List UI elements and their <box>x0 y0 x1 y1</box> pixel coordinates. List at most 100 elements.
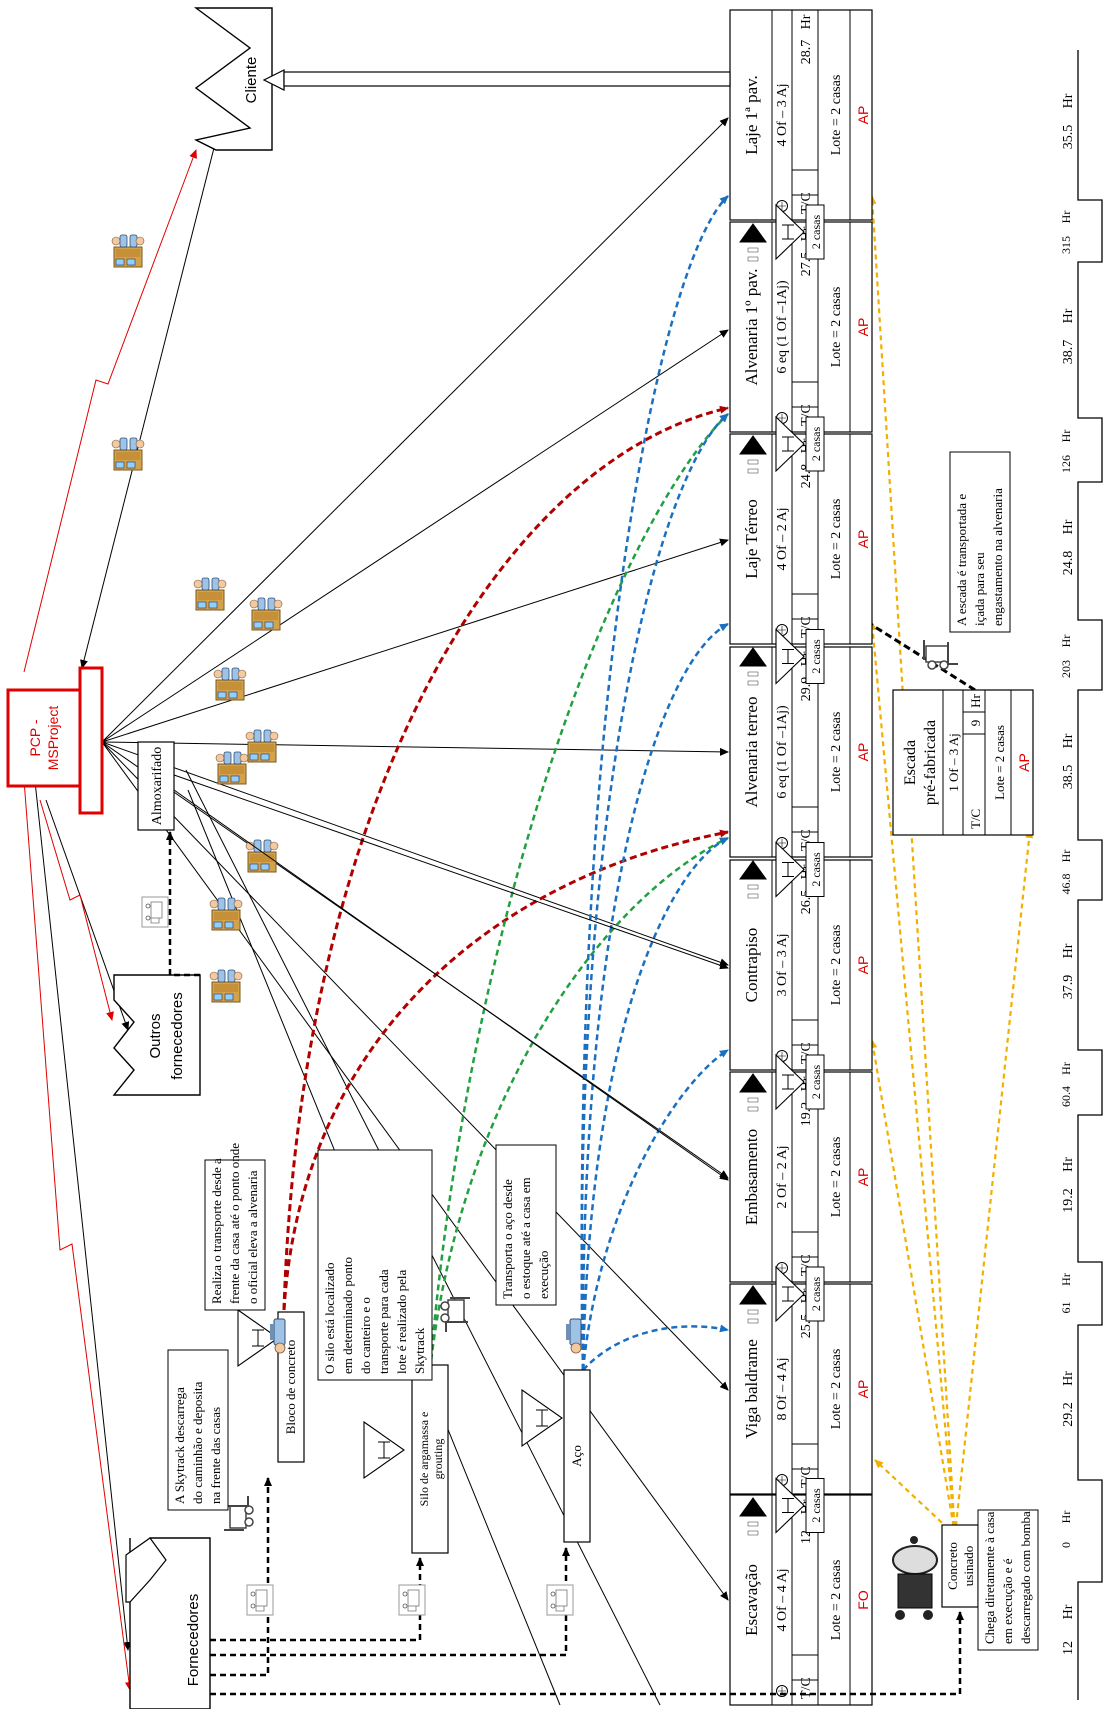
note-concreto-line: em execução e é <box>1000 1558 1015 1644</box>
forklift-icon <box>441 1298 470 1332</box>
stock-bloco-label: Bloco de concreto <box>283 1340 298 1435</box>
inventory-label: 2 casas <box>809 1277 823 1312</box>
scheduler-workstation-icon <box>112 235 144 267</box>
client-to-pcp-line <box>82 140 216 668</box>
stock-aco[interactable]: Aço <box>564 1370 590 1542</box>
forklift-icon <box>924 640 958 669</box>
client-label-wrap: Cliente <box>243 57 260 104</box>
timeline-wait-unit: Hr <box>1059 1062 1073 1075</box>
note-bloco-line: frente da casa até o ponto onde <box>227 1143 242 1304</box>
schedule-to-suppliers-line <box>34 772 128 1650</box>
timeline-process-unit: Hr <box>1061 733 1076 748</box>
scheduler-workstation-icon <box>246 840 278 872</box>
client-shape <box>196 8 272 150</box>
shipment-arrow <box>264 70 730 90</box>
timeline-process-label-wrap: 38.7Hr <box>1061 308 1076 364</box>
process-box-7[interactable]: Alvenaria 1º pav.6 eq (1 Of –1Aj)T/C27.5… <box>730 222 872 432</box>
pcp-box[interactable]: PCP -MSProject <box>8 668 102 813</box>
push-arrow-stripe <box>748 1098 758 1102</box>
process-status: AP <box>855 1380 871 1399</box>
timeline: 12Hr0Hr29.2Hr61Hr19.2Hr60.4Hr37.9Hr46.8H… <box>1059 50 1102 1700</box>
suppliers-label-wrap: Fornecedores <box>185 1594 202 1687</box>
suppliers-label: Fornecedores <box>185 1594 202 1687</box>
scheduler-workstation-icon <box>194 578 226 610</box>
escada-tc-value: 9 <box>968 720 983 727</box>
tc-label: T/C <box>799 1677 814 1699</box>
process-crew: 3 Of – 3 Aj <box>775 934 790 997</box>
timeline-wait-unit: Hr <box>1059 211 1073 224</box>
process-name: Laje Térreo <box>742 499 761 578</box>
push-arrow-stripe <box>748 1310 758 1314</box>
pcp-frame <box>8 690 80 786</box>
note-aco: Transporta o aço desdeo estoque até a ca… <box>496 1145 556 1305</box>
inventory-label: 2 casas <box>809 427 823 462</box>
timeline-process-label-wrap: 35.5Hr <box>1061 93 1076 149</box>
inventory-label-wrap: 2 casas <box>809 1277 823 1312</box>
push-arrow-stripe <box>748 885 758 889</box>
timeline-wait-label-wrap: 0Hr <box>1059 1511 1073 1548</box>
note-aco-line: Transporta o aço desde <box>500 1179 515 1299</box>
note-concreto-line: Chega diretamente à casa <box>982 1511 997 1644</box>
note-skytrack-line: na frente das casas <box>208 1407 223 1504</box>
other-suppliers-label-2: fornecedores <box>169 992 186 1080</box>
lot-size: Lote = 2 casas <box>829 287 844 368</box>
timeline-wait-time: 61 <box>1059 1302 1073 1314</box>
process-status: FO <box>855 1590 871 1610</box>
lot-size: Lote = 2 casas <box>829 75 844 156</box>
warehouse-label: Almoxarifado <box>150 747 165 826</box>
suppliers-entity[interactable]: Fornecedores <box>126 1538 210 1709</box>
concrete-label-wrap: Concretousinado <box>945 1542 976 1590</box>
warehouse-box[interactable]: Almoxarifado <box>138 742 174 830</box>
note-concreto-line: descarregado com bomba <box>1018 1511 1033 1644</box>
client-entity[interactable]: Cliente <box>196 8 272 150</box>
note-skytrack: A Skytrack descarregado caminhão e depos… <box>168 1350 228 1510</box>
escada-status: AP <box>1016 753 1032 772</box>
timeline-wait-unit: Hr <box>1059 635 1073 648</box>
note-aco-line: execução <box>536 1251 551 1299</box>
process-status: AP <box>855 530 871 549</box>
timeline-process-label-wrap: 19.2Hr <box>1061 1157 1076 1213</box>
pcp-side-panel <box>80 668 102 813</box>
stock-triangle <box>522 1390 562 1446</box>
timeline-process-time: 29.2 <box>1061 1402 1076 1427</box>
escada-tc-unit: Hr <box>968 693 983 707</box>
stock-aco-label-wrap: Aço <box>569 1445 584 1467</box>
timeline-wait-unit: Hr <box>1059 850 1073 863</box>
lot-size: Lote = 2 casas <box>829 925 844 1006</box>
concrete-mixer-icon <box>893 1536 937 1620</box>
mixer-wheel <box>910 1536 918 1544</box>
timeline-process-label-wrap: 29.2Hr <box>1061 1371 1076 1427</box>
timeline-process-unit: Hr <box>1061 1157 1076 1172</box>
note-escada-line: içada para seu <box>972 552 987 626</box>
process-crew: 6 eq (1 Of –1Aj) <box>775 280 790 374</box>
process-name: Alvenaria 1º pav. <box>742 269 761 386</box>
timeline-wait-time: 60.4 <box>1059 1086 1073 1107</box>
process-name: Contrapiso <box>742 928 761 1003</box>
timeline-process-unit: Hr <box>1061 519 1076 534</box>
timeline-wait-time: 315 <box>1059 236 1073 254</box>
inventory-label: 2 casas <box>809 1488 823 1523</box>
timeline-wait-time: 46.8 <box>1059 874 1073 895</box>
inventory-label: 2 casas <box>809 639 823 674</box>
note-aco-line: o estoque até a casa em <box>518 1177 533 1299</box>
inventory-label: 2 casas <box>809 215 823 250</box>
push-arrow-stripe <box>748 257 758 261</box>
schedule-flow-line <box>102 330 728 742</box>
silo-to-alvenaria-terreo <box>430 838 728 1370</box>
stock-silo-label-1: Silo de argamassa e <box>417 1412 431 1507</box>
aco-to-viga <box>583 1326 728 1370</box>
timeline-process-time: 12 <box>1061 1641 1076 1655</box>
electronic-order-suppliers <box>24 780 130 1690</box>
